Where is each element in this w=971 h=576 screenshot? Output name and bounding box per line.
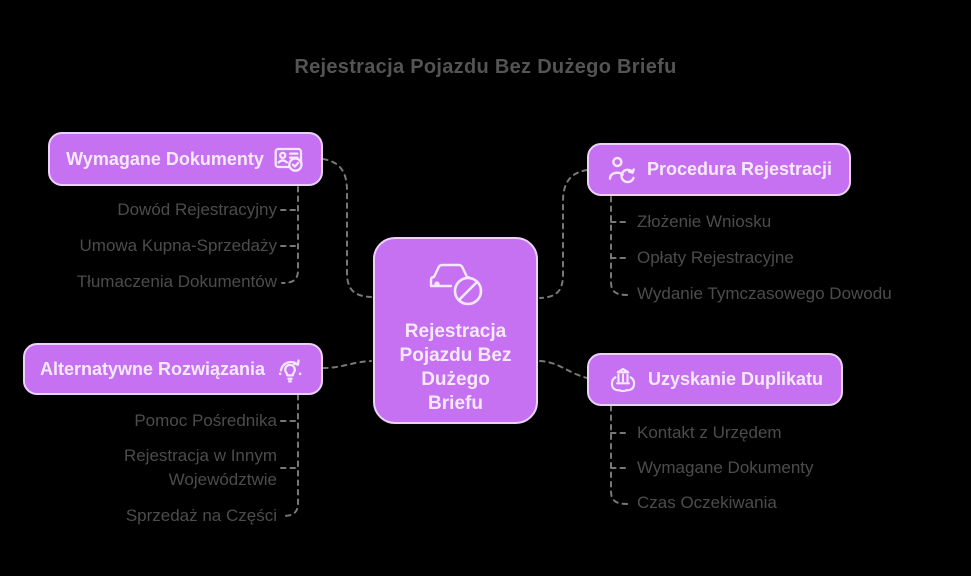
leaf-zlozenie-wniosku: Złożenie Wniosku <box>637 212 772 231</box>
lightbulb-refresh-icon <box>274 353 306 385</box>
node-alternatywne-rozwiazania: Alternatywne Rozwiązania <box>23 343 323 395</box>
link-alternatywne-to-center <box>322 360 372 369</box>
leaf-umowa-kupna-sprzedazy: Umowa Kupna-Sprzedaży <box>79 236 277 255</box>
node-uzyskanie-duplikatu-label: Uzyskanie Duplikatu <box>647 369 824 389</box>
leaf-kontakt-z-urzedem: Kontakt z Urzędem <box>637 423 782 442</box>
node-alternatywne-rozwiazania-label: Alternatywne Rozwiązania <box>39 358 266 379</box>
leaf-wydanie-tymczasowego-dowodu: Wydanie Tymczasowego Dowodu <box>637 284 892 303</box>
leaf-pomoc-posrednika: Pomoc Pośrednika <box>134 411 277 430</box>
trunk-uzyskanie <box>610 405 629 505</box>
id-card-check-icon <box>273 143 305 175</box>
leaf-oplaty-rejestracyjne: Opłaty Rejestracyjne <box>637 248 794 267</box>
node-wymagane-dokumenty-label: Wymagane Dokumenty <box>66 148 264 169</box>
link-center-to-uzyskanie <box>539 360 588 379</box>
trunk-procedura <box>610 196 629 296</box>
leaf-dowod-rejestracyjny: Dowód Rejestracyjny <box>117 200 277 219</box>
node-center: Rejestracja Pojazdu Bez Dużego Briefu <box>373 237 538 424</box>
link-procedura-to-center <box>539 169 588 299</box>
diagram-title: Rejestracja Pojazdu Bez Dużego Briefu <box>294 56 677 78</box>
trunk-wymagane <box>281 186 299 284</box>
node-wymagane-dokumenty: Wymagane Dokumenty <box>48 132 323 186</box>
car-ban-icon <box>424 253 488 312</box>
trunk-alternatywne <box>281 394 299 517</box>
node-procedura-rejestracji: Procedura Rejestracji <box>587 143 851 196</box>
leaf-czas-oczekiwania: Czas Oczekiwania <box>637 493 777 512</box>
node-center-label: Rejestracja Pojazdu Bez Dużego Briefu <box>399 321 512 414</box>
node-procedura-rejestracji-label: Procedura Rejestracji <box>646 159 833 179</box>
user-refresh-icon <box>606 154 638 186</box>
leaf-wymagane-dokumenty: Wymagane Dokumenty <box>637 458 814 477</box>
leaf-sprzedaz-na-czesci: Sprzedaż na Części <box>125 506 277 525</box>
leaf-tlumaczenia-dokumentow: Tłumaczenia Dokumentów <box>76 272 277 291</box>
link-wymagane-to-center <box>322 158 372 298</box>
building-hands-icon <box>607 364 639 396</box>
leaf-rejestracja-w-innym-wojewodztwie: Rejestracja w Innym Województwie <box>123 446 277 489</box>
node-uzyskanie-duplikatu: Uzyskanie Duplikatu <box>587 353 843 406</box>
